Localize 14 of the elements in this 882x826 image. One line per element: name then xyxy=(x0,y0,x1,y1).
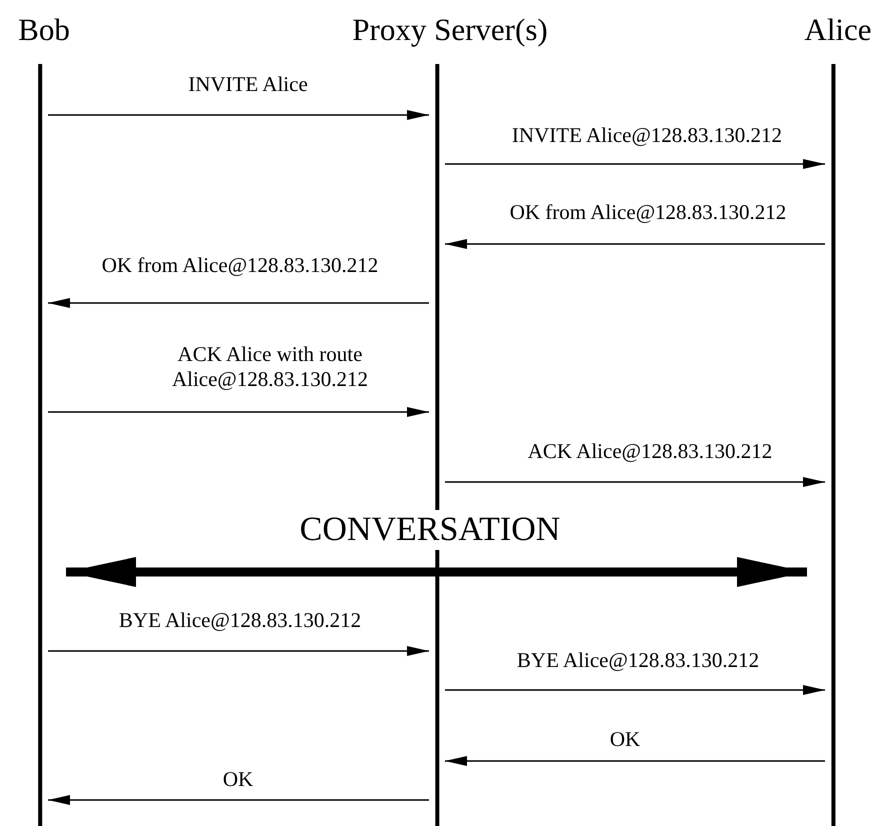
message-arrow xyxy=(48,795,429,805)
message-arrow xyxy=(48,646,429,656)
message-arrow xyxy=(445,239,825,249)
message-arrow xyxy=(48,298,429,308)
participant-label: Alice xyxy=(804,14,872,45)
message-arrow xyxy=(48,110,429,120)
participant-label: Proxy Server(s) xyxy=(352,14,548,45)
participant-label: Bob xyxy=(18,14,70,45)
message-arrow xyxy=(445,685,825,695)
message-arrow xyxy=(48,407,429,417)
message-arrow xyxy=(445,477,825,487)
message-arrow xyxy=(445,756,825,766)
message-arrow xyxy=(445,159,825,169)
double-headed-arrow xyxy=(66,557,807,587)
